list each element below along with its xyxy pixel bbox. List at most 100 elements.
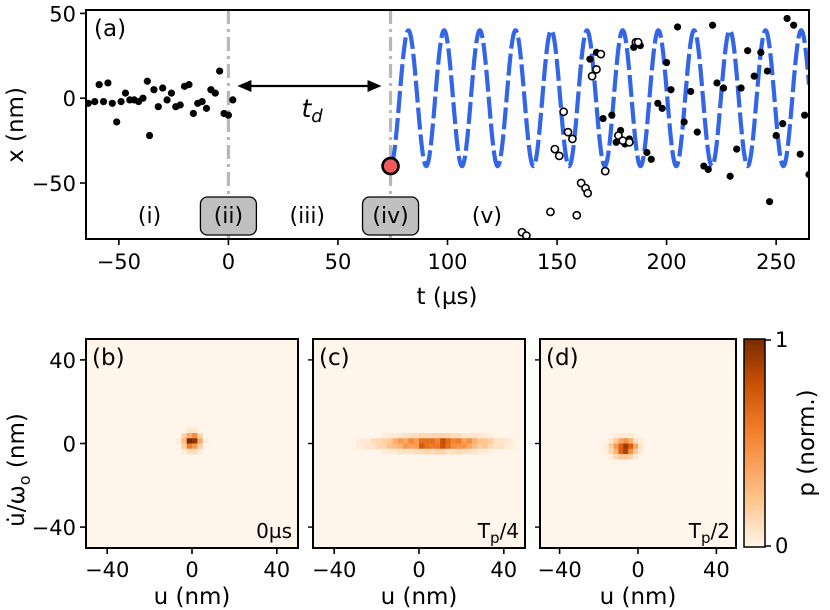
heatmap-cell — [381, 443, 388, 450]
heatmap-cell — [466, 433, 473, 439]
heatmap-cell — [429, 448, 436, 455]
heatmap-cell — [424, 438, 430, 444]
heatmap-cell — [408, 448, 415, 455]
heatmap-cell — [472, 438, 478, 444]
heatmap-cell — [429, 443, 436, 450]
data-point-open — [633, 37, 643, 47]
data-point-filled — [733, 145, 741, 153]
data-point-filled — [765, 198, 774, 206]
heatmap-cell — [603, 448, 609, 455]
heatmap-cell — [623, 443, 629, 450]
heatmap-cell — [608, 443, 614, 450]
heatmap-cell — [413, 448, 420, 455]
heatmap-cell — [608, 453, 614, 460]
heatmap-cell — [613, 443, 619, 450]
heatmap-cell — [450, 443, 457, 450]
heatmap-cell — [456, 448, 462, 455]
heatmap-cell — [445, 448, 452, 455]
heatmap-cell — [181, 448, 188, 455]
data-point-filled — [95, 81, 103, 89]
y-tick-label: 50 — [49, 2, 76, 26]
heatmap-cell — [456, 443, 462, 450]
heatmap-cell — [628, 443, 634, 450]
data-point-open — [600, 166, 610, 176]
heatmap-cell — [376, 443, 383, 450]
data-point-open — [546, 207, 555, 217]
heatmap-cell — [392, 448, 399, 455]
data-point-filled — [163, 96, 171, 104]
data-point-filled — [216, 67, 224, 75]
heatmap-cell — [498, 438, 505, 444]
heatmap-cell — [618, 448, 624, 455]
data-point-filled — [662, 58, 671, 67]
data-point-filled — [719, 84, 728, 92]
heatmap-cell — [392, 438, 399, 444]
x-tick-label: 0 — [412, 558, 425, 582]
colorbar: 1 0 p (norm.) — [743, 328, 820, 558]
data-point-filled — [709, 21, 717, 29]
heatmap-cell — [392, 433, 399, 439]
heatmap-cell — [503, 438, 510, 444]
heatmap-cell — [181, 443, 188, 450]
heatmap-cell — [197, 448, 203, 455]
data-point-open — [624, 137, 634, 147]
data-point-open — [550, 144, 560, 154]
data-point-filled — [608, 111, 616, 119]
data-point-filled — [757, 48, 765, 57]
time-label: Tp/2 — [688, 519, 730, 547]
phase-box — [199, 196, 258, 236]
phase-label: (ii) — [214, 204, 243, 229]
heatmap-cell — [613, 438, 619, 444]
x-tick-label: 150 — [537, 250, 577, 274]
time-label: 0µs — [256, 519, 292, 543]
data-point-filled — [704, 165, 712, 174]
heatmap-cell — [197, 438, 203, 444]
heatmap-cell — [440, 448, 446, 455]
data-point-filled — [143, 77, 151, 85]
heatmap-cell — [628, 433, 634, 439]
data-point-open — [567, 134, 577, 144]
data-point-filled — [117, 98, 125, 106]
heatmap-cell — [434, 443, 441, 450]
time-label-tail: /4 — [500, 519, 519, 543]
data-point-filled — [86, 99, 92, 107]
data-point-open — [596, 49, 606, 59]
x-tick-label: 0 — [631, 558, 644, 582]
heatmap-cell — [434, 433, 441, 439]
phase-boxes — [199, 196, 420, 236]
data-point-filled — [121, 89, 130, 97]
y-axis-label: x (nm) — [3, 87, 29, 163]
heatmap-cell — [186, 433, 193, 439]
data-point-filled — [189, 109, 197, 118]
data-point-filled — [224, 111, 233, 119]
phase-label: (v) — [472, 204, 502, 229]
heatmap-cell — [461, 443, 468, 450]
panel-label: (c) — [319, 345, 350, 371]
heatmap-cell — [608, 448, 614, 455]
heatmap-cell — [355, 438, 362, 444]
heatmap-cell — [403, 438, 409, 444]
x-axis-label: t (µs) — [417, 284, 478, 310]
heatmap-cell — [450, 438, 457, 444]
x-axis-label: u (nm) — [600, 584, 677, 610]
heatmap-cell — [424, 443, 430, 450]
data-point-filled — [185, 81, 193, 89]
heatmap-cell — [186, 427, 193, 434]
heatmap-cell — [397, 443, 404, 450]
heatmap-cell — [392, 443, 399, 450]
data-point-filled — [229, 96, 237, 104]
phase-labels: (i)(ii)(iii)(iv)(v) — [138, 204, 502, 229]
y-tick-label: −50 — [32, 172, 76, 196]
heatmap-cell — [618, 438, 624, 444]
heatmap-cell — [461, 448, 468, 455]
heatmap-cell — [366, 438, 372, 444]
x-axis-label: u (nm) — [154, 584, 231, 610]
heatmap-cell — [603, 443, 609, 450]
heatmap-cell — [509, 438, 515, 444]
data-point-filled — [658, 104, 666, 112]
heatmap-cell — [482, 433, 489, 439]
x-tick-label: 250 — [756, 250, 796, 274]
data-point-filled — [113, 118, 121, 126]
heatmap-cell — [366, 443, 372, 450]
